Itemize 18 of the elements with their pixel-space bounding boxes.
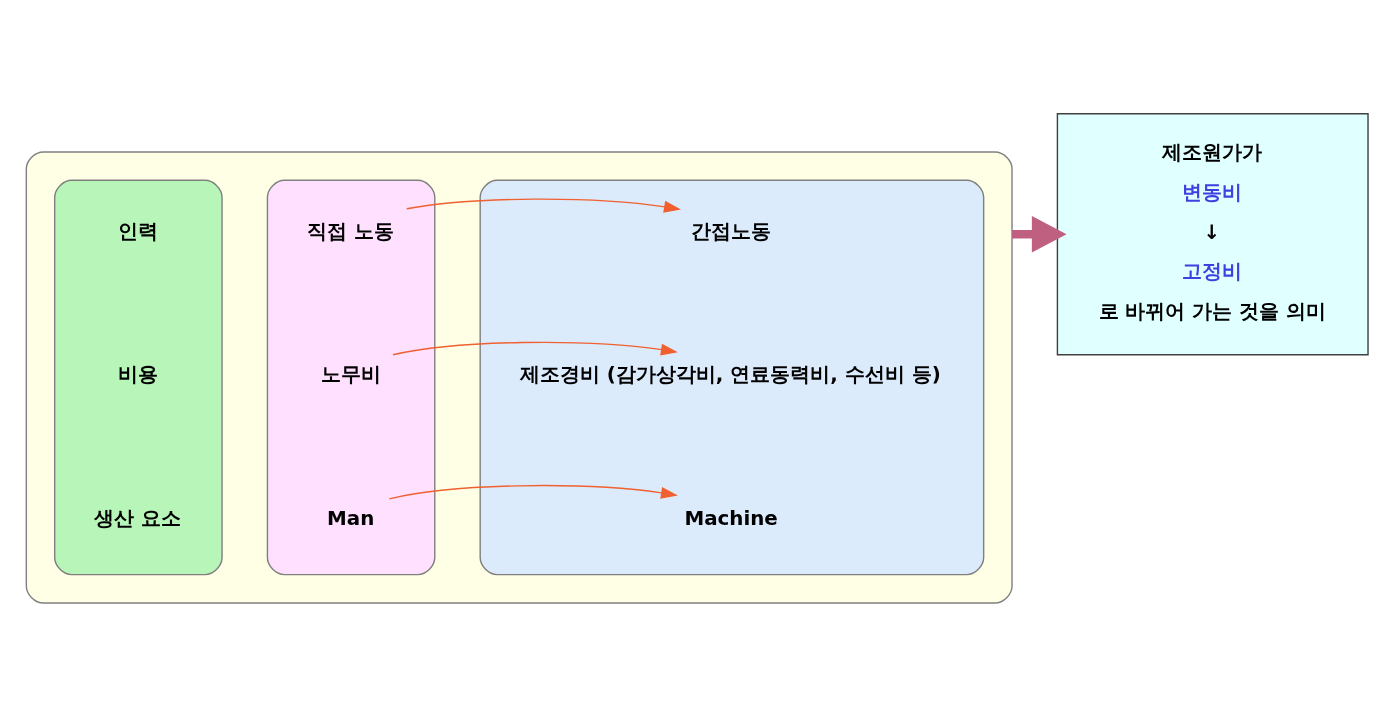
arrow (392, 341, 678, 355)
arrow (405, 197, 681, 213)
node-text: 생산 요소 (94, 506, 182, 530)
arrow (1012, 215, 1067, 252)
cluster (479, 179, 985, 575)
cluster (266, 179, 436, 575)
node-text: Man (327, 506, 375, 530)
node-text: 직접 노동 (307, 219, 395, 243)
cluster (54, 179, 223, 575)
node-text: 간접노동 (690, 219, 771, 243)
node-text: Machine (684, 506, 778, 530)
arrow (388, 484, 678, 500)
cluster (25, 150, 1013, 604)
node-text: 제조경비 (감가상각비, 연료동력비, 수선비 등) (519, 362, 941, 386)
node-text: 비용 (117, 362, 158, 386)
node-box: 제조원가가 변동비 ↓ 고정비 로 바뀌어 가는 것을 의미 (1056, 112, 1369, 355)
node-text: 노무비 (320, 362, 381, 386)
node-text: 인력 (117, 219, 158, 243)
